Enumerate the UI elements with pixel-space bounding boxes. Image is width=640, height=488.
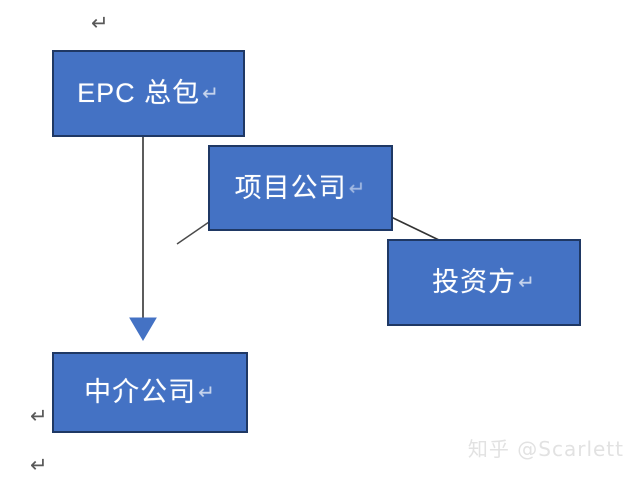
paragraph-mark-bottom-lower-icon: ↵ <box>30 453 48 477</box>
paragraph-mark-icon: ↵ <box>348 177 367 200</box>
node-investor-label: 投资方↵ <box>432 267 536 297</box>
paragraph-mark-top-icon: ↵ <box>91 11 109 35</box>
node-investor[interactable]: 投资方↵ <box>387 239 581 326</box>
paragraph-mark-icon: ↵ <box>202 83 220 105</box>
node-agency-company[interactable]: 中介公司↵ <box>52 352 248 433</box>
node-project-company[interactable]: 项目公司↵ <box>208 145 393 231</box>
edge-project-to-investor <box>388 215 442 242</box>
node-epc-label: EPC 总包↵ <box>77 78 220 108</box>
edge-epc-to-agency <box>129 137 157 341</box>
paragraph-mark-bottom-upper-icon: ↵ <box>30 404 48 428</box>
node-epc-general-contractor[interactable]: EPC 总包↵ <box>52 50 245 137</box>
watermark: 知乎 @Scarlett <box>467 437 624 461</box>
node-agency-company-label: 中介公司↵ <box>84 377 216 407</box>
paragraph-mark-icon: ↵ <box>518 272 536 294</box>
edge-project-to-lower-left <box>176 221 210 245</box>
paragraph-mark-icon: ↵ <box>198 382 216 404</box>
node-project-company-label: 项目公司↵ <box>234 172 367 203</box>
